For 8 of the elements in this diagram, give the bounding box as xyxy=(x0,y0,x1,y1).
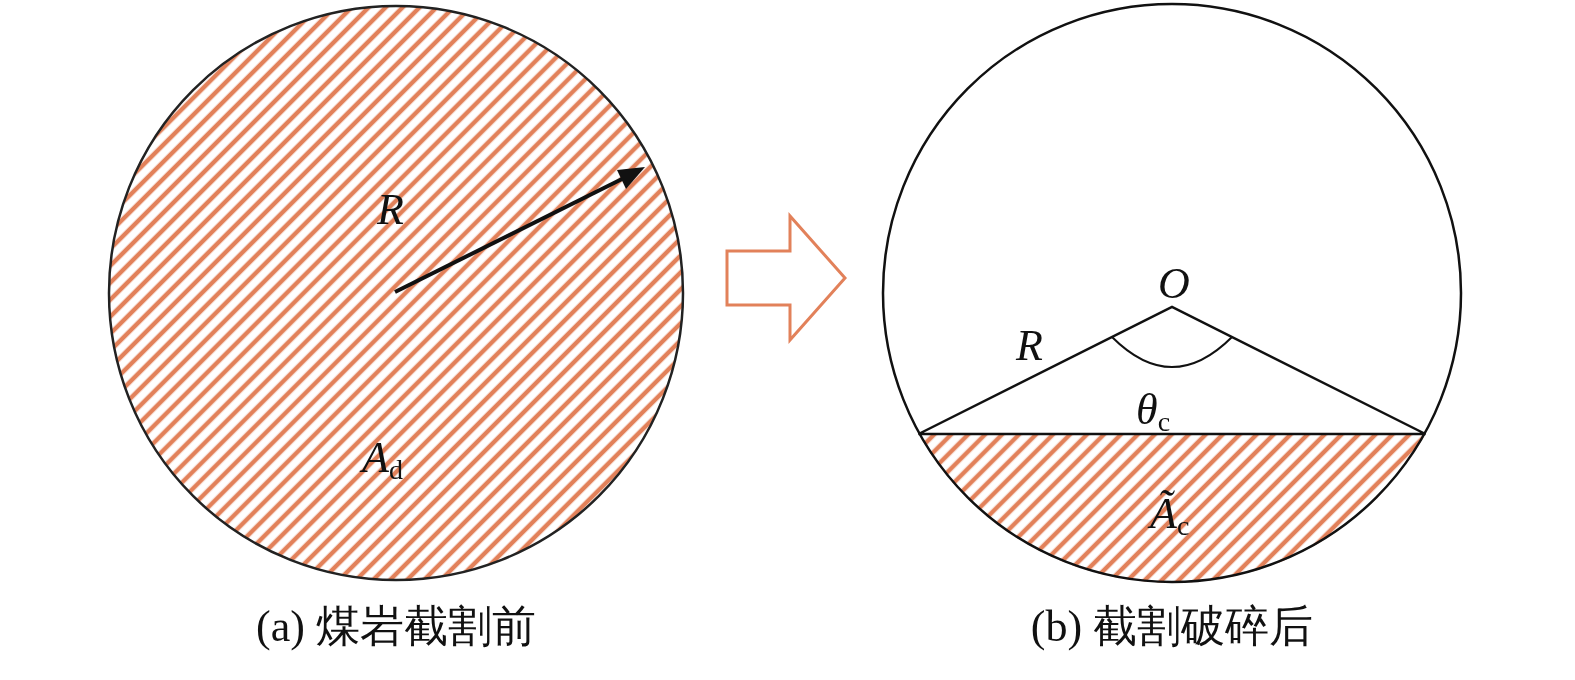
hollow-arrow xyxy=(725,212,847,344)
circle xyxy=(882,3,1462,583)
symbol-label: R xyxy=(1016,324,1043,368)
node-label: (b) 截割破碎后 xyxy=(1030,605,1314,649)
symbol-label: O xyxy=(1158,262,1190,306)
symbol-label: θ$_{c}$ xyxy=(1136,388,1171,436)
node-label: (a) 煤岩截割前 xyxy=(256,605,536,649)
circle xyxy=(108,5,684,581)
